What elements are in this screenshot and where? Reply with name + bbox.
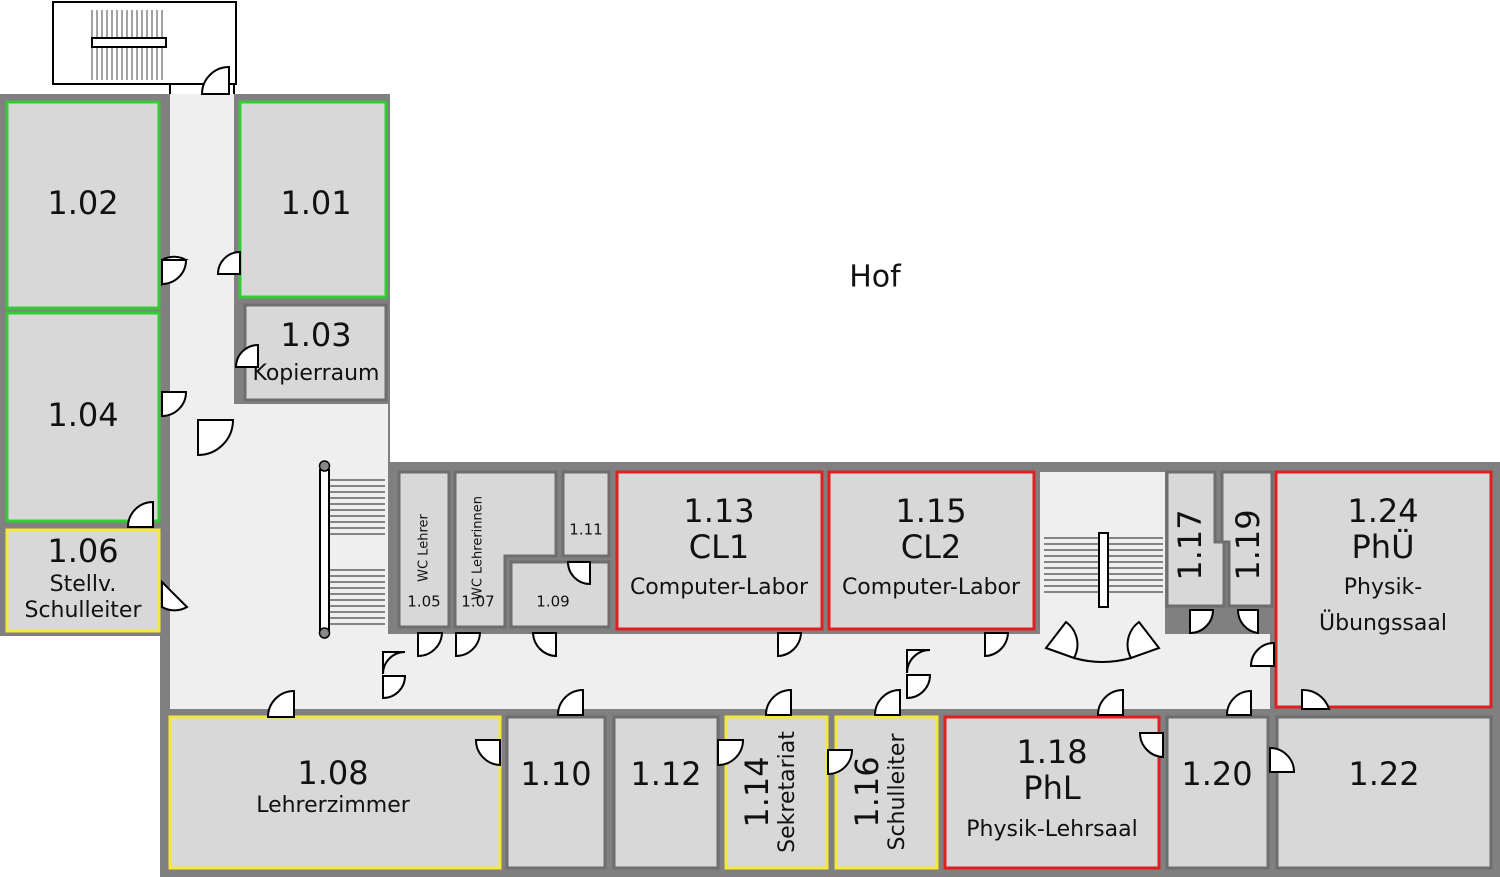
room-1-11: 1.11 [561,470,611,558]
room-number: 1.06 [47,532,118,570]
room-code: CL1 [689,528,750,566]
room-1-15: 1.15 CL2 Computer-Labor [827,470,1036,631]
room-1-17: 1.17 [1165,470,1226,608]
room-number: 1.13 [683,492,754,530]
room-1-09: 1.09 [509,560,611,629]
room-1-18: 1.18 PhL Physik-Lehrsaal [943,715,1161,870]
room-number: 1.16 [848,756,886,827]
room-number: 1.20 [1181,755,1252,793]
room-name: WC Lehrerinnen [471,496,486,600]
room-name: Computer-Labor [630,575,809,600]
room-1-16: 1.16 Schulleiter [834,715,939,870]
room-number: 1.09 [536,593,569,611]
room-label-line1: Stellv. [50,572,117,597]
room-name: WC Lehrer [417,513,432,581]
room-1-12: 1.12 [612,715,720,870]
staircase-right [1044,532,1163,663]
staircase-central [318,460,385,639]
room-1-20: 1.20 [1165,715,1270,870]
room-name: Lehrerzimmer [256,793,411,818]
room-code: CL2 [901,528,962,566]
room-1-19: 1.19 [1220,470,1274,608]
room-1-03: 1.03 Kopierraum [243,303,388,402]
room-name: Schulleiter [885,733,910,851]
room-1-07: WC Lehrerinnen 1.07 [453,470,558,629]
room-1-04: 1.04 [5,311,161,523]
room-label-line1: Physik- [1344,575,1422,600]
room-code: PhÜ [1352,528,1415,566]
room-number: 1.05 [407,593,440,611]
doors [126,250,1331,776]
room-code: PhL [1023,769,1081,807]
room-number: 1.01 [280,184,351,222]
room-number: 1.10 [520,755,591,793]
room-number: 1.12 [630,755,701,793]
room-label-line2: Schulleiter [24,598,142,623]
room-number: 1.03 [280,316,351,354]
courtyard-label: Hof [849,260,902,295]
room-number: 1.11 [569,521,602,539]
room-number: 1.15 [895,492,966,530]
room-1-01: 1.01 [238,100,388,299]
room-number: 1.02 [47,184,118,222]
room-number: 1.19 [1229,509,1267,580]
room-1-10: 1.10 [505,715,607,870]
room-1-02: 1.02 [5,100,161,310]
room-number: 1.24 [1347,492,1418,530]
room-1-13: 1.13 CL1 Computer-Labor [615,470,824,631]
room-number: 1.07 [461,593,494,611]
room-name: Computer-Labor [842,575,1021,600]
room-1-24: 1.24 PhÜ Physik- Übungssaal [1274,470,1493,709]
room-number: 1.14 [738,756,776,827]
room-name: Kopierraum [253,361,380,386]
room-1-22: 1.22 [1275,715,1493,870]
stairwell-top [52,1,237,95]
room-number: 1.17 [1171,509,1209,580]
room-1-05: WC Lehrer 1.05 [397,470,451,629]
room-number: 1.22 [1348,755,1419,793]
room-name: Physik-Lehrsaal [966,817,1137,842]
room-number: 1.04 [47,396,118,434]
room-name: Sekretariat [775,731,800,853]
room-number: 1.18 [1016,733,1087,771]
room-1-08: 1.08 Lehrerzimmer [168,715,502,870]
room-1-06: 1.06 Stellv. Schulleiter [5,528,161,633]
room-number: 1.08 [297,754,368,792]
room-label-line2: Übungssaal [1319,610,1447,636]
